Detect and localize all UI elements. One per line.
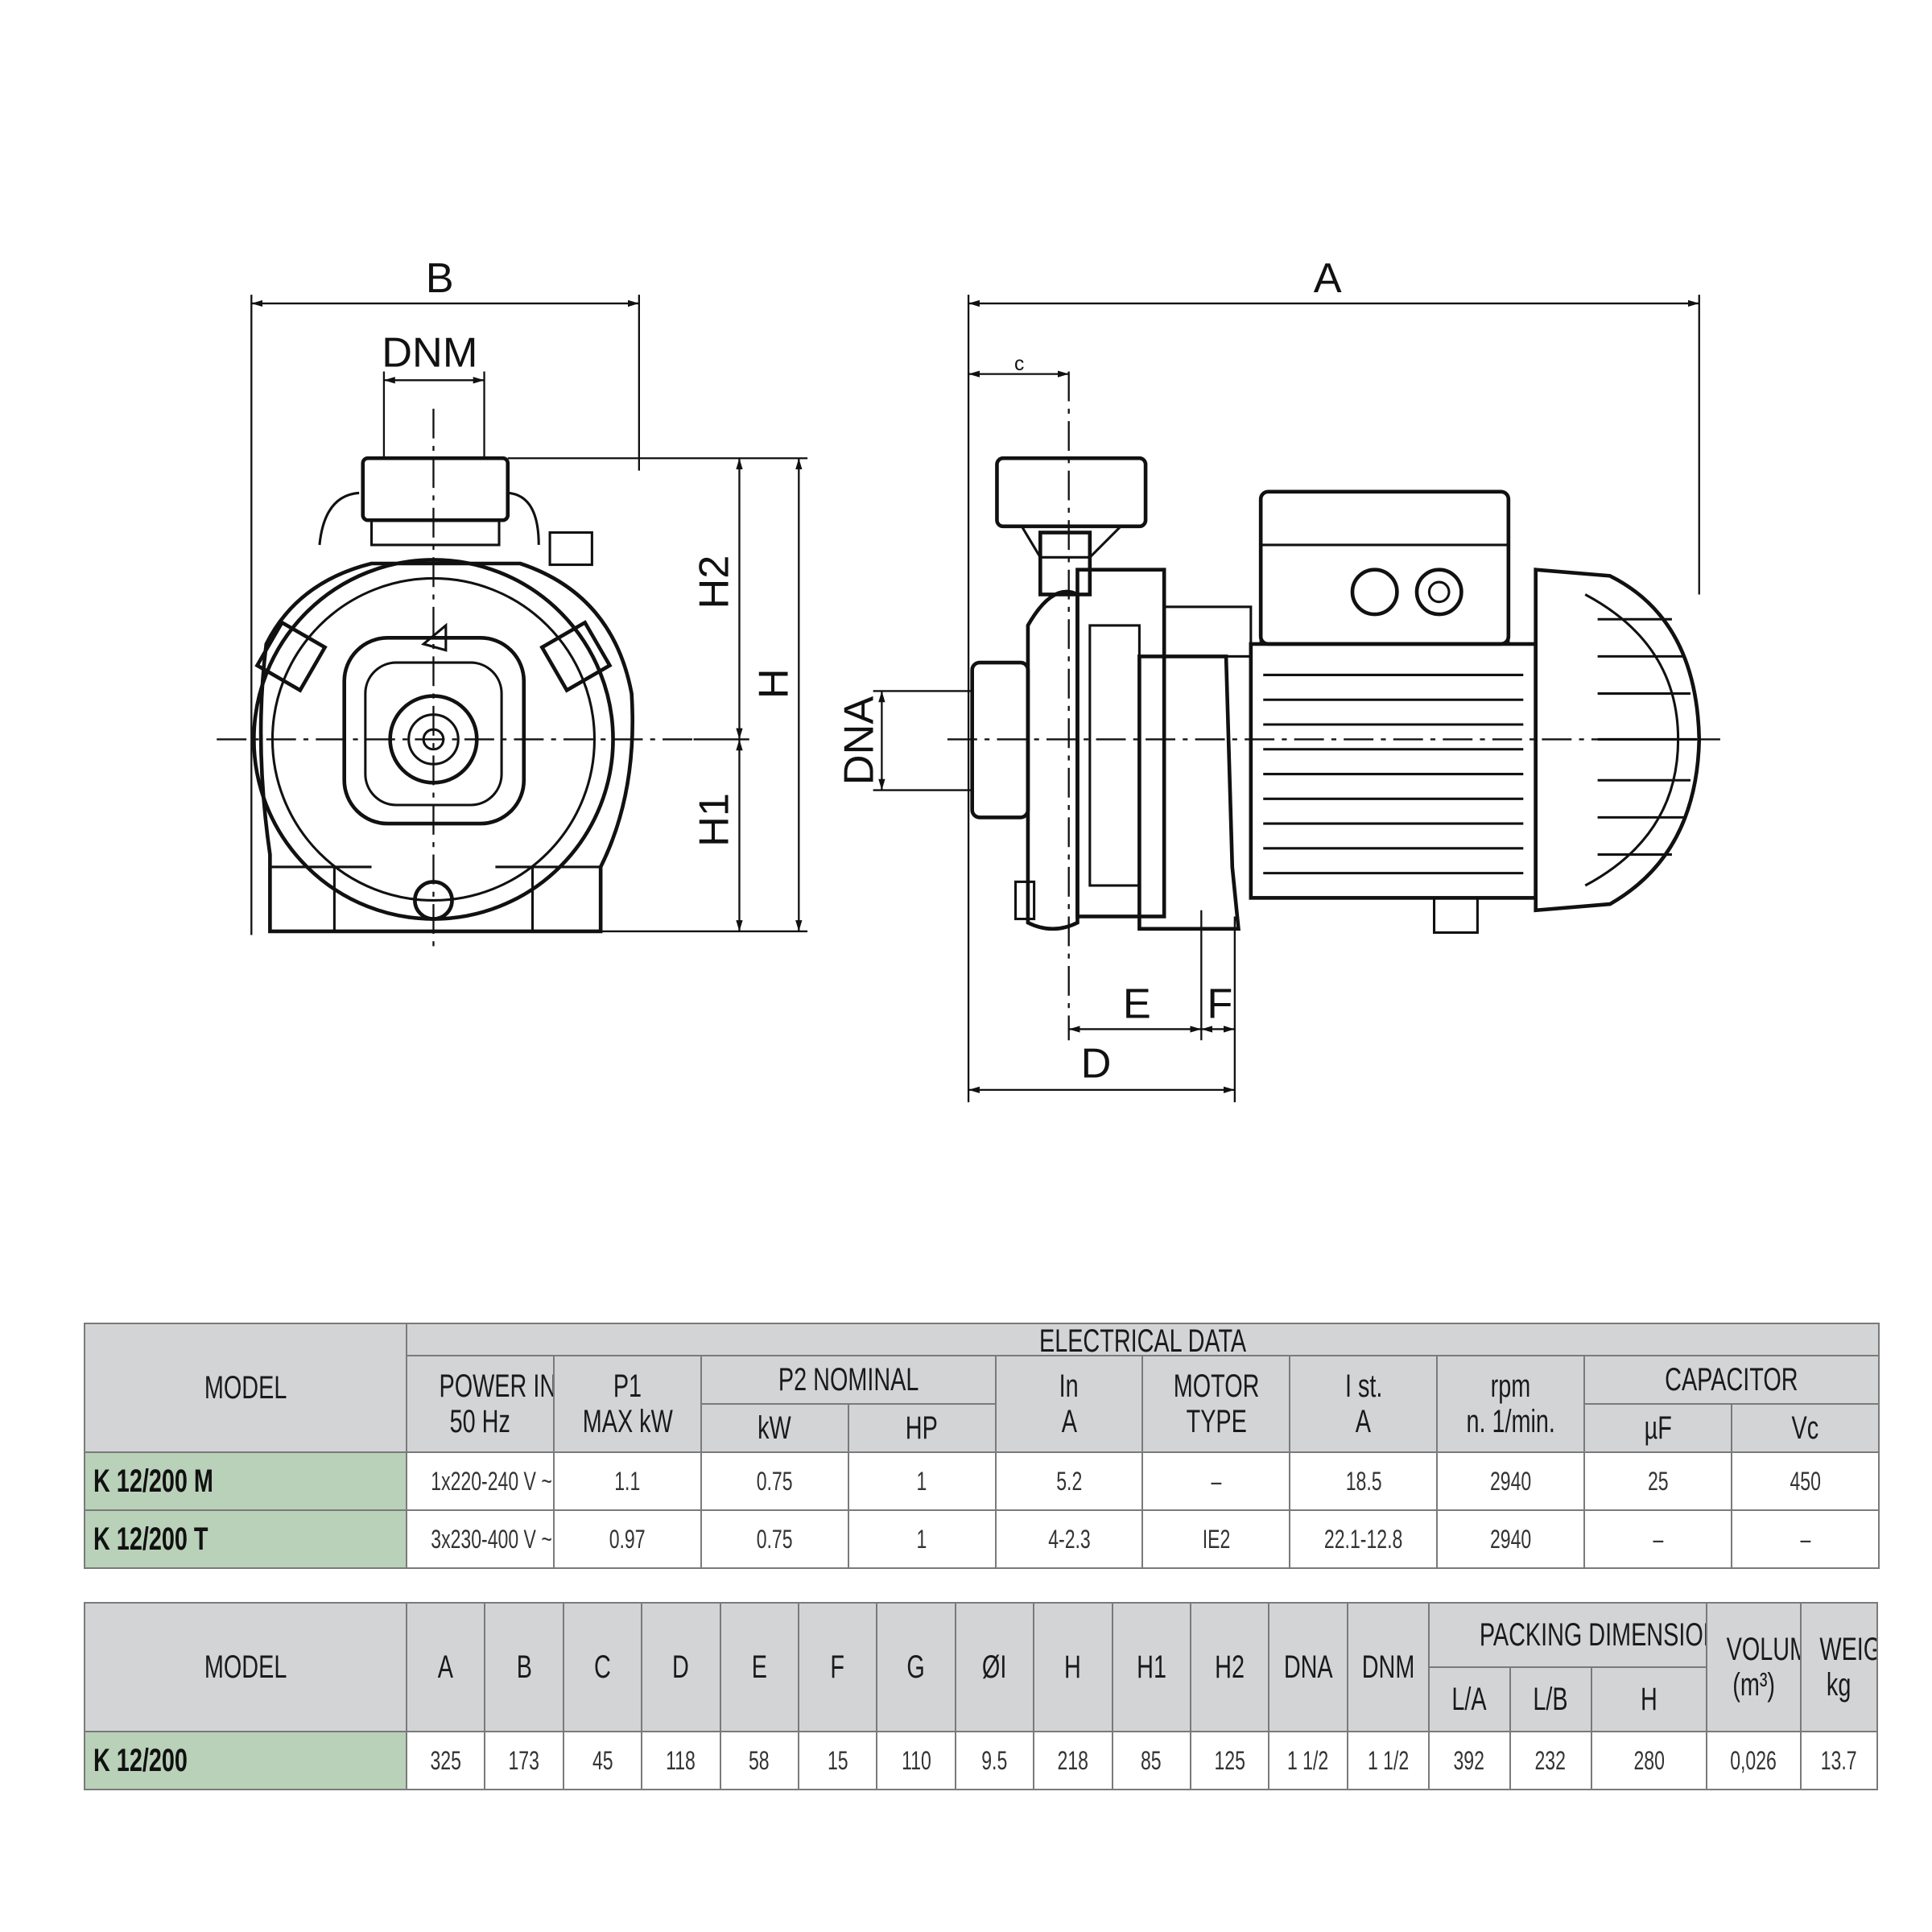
table-row: K 12/200 T 3x230-400 V ~ 0.97 0.75 1 4-2…: [84, 1509, 1880, 1569]
dimension-lines: [250, 295, 1700, 1103]
rpm-cell: 2940: [1436, 1509, 1586, 1569]
uf-cell: –: [1583, 1509, 1733, 1569]
dimensions-table: MODEL A B C D E F G ØI H H1 H2 DNA DNM P…: [84, 1602, 1879, 1790]
header-e: E: [719, 1602, 799, 1732]
header-ist: I st.A: [1289, 1355, 1439, 1453]
e-cell: 58: [719, 1731, 799, 1790]
uf-cell: 25: [1583, 1451, 1733, 1511]
h1-cell: 85: [1111, 1731, 1191, 1790]
hp-cell: 1: [847, 1509, 997, 1569]
label-h: H: [750, 668, 797, 699]
header-uf: µF: [1583, 1403, 1733, 1453]
weight-cell: 13.7: [1799, 1731, 1879, 1790]
header-packing-la: L/A: [1427, 1666, 1511, 1732]
pump-side-view: [970, 456, 1702, 934]
in-cell: 4-2.3: [994, 1509, 1144, 1569]
table-row: K 12/200 M 1x220-240 V ~ 1.1 0.75 1 5.2 …: [84, 1451, 1880, 1511]
header-h: H: [1033, 1602, 1113, 1732]
model-cell: K 12/200 T: [84, 1509, 407, 1569]
kw-cell: 0.75: [700, 1509, 849, 1569]
header-vc: Vc: [1731, 1403, 1880, 1453]
header-i: ØI: [954, 1602, 1035, 1732]
header-volume: VOLUME(m³): [1705, 1602, 1802, 1732]
label-c: c: [1014, 353, 1024, 375]
power-cell: 1x220-240 V ~: [406, 1451, 555, 1511]
center-lines: [217, 371, 1722, 1041]
header-dna: DNA: [1268, 1602, 1348, 1732]
packing-lb-cell: 232: [1509, 1731, 1592, 1790]
d-cell: 118: [641, 1731, 721, 1790]
label-h1: H1: [691, 793, 738, 847]
p1-cell: 1.1: [552, 1451, 702, 1511]
motor-cell: –: [1141, 1451, 1291, 1511]
header-f: F: [797, 1602, 878, 1732]
header-d: D: [641, 1602, 721, 1732]
header-p2-nominal: P2 NOMINAL: [700, 1355, 997, 1405]
label-h2: H2: [691, 555, 738, 609]
a-cell: 325: [405, 1731, 486, 1790]
vc-cell: 450: [1731, 1451, 1880, 1511]
g-cell: 110: [876, 1731, 956, 1790]
header-a: A: [405, 1602, 486, 1732]
volume-cell: 0,026: [1705, 1731, 1802, 1790]
header-packing-lb: L/B: [1509, 1666, 1592, 1732]
header-dnm: DNM: [1346, 1602, 1430, 1732]
header-h1: H1: [1111, 1602, 1191, 1732]
f-cell: 15: [797, 1731, 878, 1790]
rpm-cell: 2940: [1436, 1451, 1586, 1511]
label-d: D: [1081, 1040, 1112, 1087]
label-b: B: [426, 255, 454, 302]
header-b: B: [484, 1602, 564, 1732]
packing-h-cell: 280: [1590, 1731, 1707, 1790]
pump-front-view: [252, 456, 635, 934]
i-cell: 9.5: [954, 1731, 1035, 1790]
c-cell: 45: [562, 1731, 643, 1790]
b-cell: 173: [484, 1731, 564, 1790]
vc-cell: –: [1731, 1509, 1880, 1569]
header-p2-kw: kW: [700, 1403, 849, 1453]
header-packing: PACKING DIMENSIONS: [1427, 1602, 1707, 1668]
header-electrical-data: ELECTRICAL DATA: [406, 1323, 1880, 1356]
header-model: MODEL: [84, 1602, 407, 1732]
in-cell: 5.2: [994, 1451, 1144, 1511]
header-power-input: POWER INPUT50 Hz: [406, 1355, 555, 1453]
header-weight: WEIGHTkg: [1799, 1602, 1879, 1732]
label-dna: DNA: [836, 696, 883, 786]
label-e: E: [1123, 981, 1151, 1028]
h-cell: 218: [1033, 1731, 1113, 1790]
hp-cell: 1: [847, 1451, 997, 1511]
ist-cell: 22.1-12.8: [1289, 1509, 1439, 1569]
dna-cell: 1 1/2: [1268, 1731, 1348, 1790]
dnm-cell: 1 1/2: [1346, 1731, 1430, 1790]
dimension-labels: B DNM H2 H H1 A c DNA E F D: [382, 255, 1341, 1087]
p1-cell: 0.97: [552, 1509, 702, 1569]
header-g: G: [876, 1602, 956, 1732]
header-model: MODEL: [84, 1323, 407, 1453]
header-h2: H2: [1189, 1602, 1270, 1732]
model-cell: K 12/200: [84, 1731, 407, 1790]
motor-cell: IE2: [1141, 1509, 1291, 1569]
label-f: F: [1207, 981, 1232, 1028]
kw-cell: 0.75: [700, 1451, 849, 1511]
model-cell: K 12/200 M: [84, 1451, 407, 1511]
packing-la-cell: 392: [1427, 1731, 1511, 1790]
header-packing-h: H: [1590, 1666, 1707, 1732]
electrical-data-table: MODEL ELECTRICAL DATA POWER INPUT50 Hz P…: [84, 1323, 1880, 1569]
power-cell: 3x230-400 V ~: [406, 1509, 555, 1569]
label-dnm: DNM: [382, 329, 477, 376]
header-p2-hp: HP: [847, 1403, 997, 1453]
header-capacitor: CAPACITOR: [1583, 1355, 1880, 1405]
ist-cell: 18.5: [1289, 1451, 1439, 1511]
table-row: K 12/200 325 173 45 118 58 15 110 9.5 21…: [84, 1731, 1879, 1790]
label-a: A: [1314, 255, 1342, 302]
header-c: C: [562, 1602, 643, 1732]
h2-cell: 125: [1189, 1731, 1270, 1790]
